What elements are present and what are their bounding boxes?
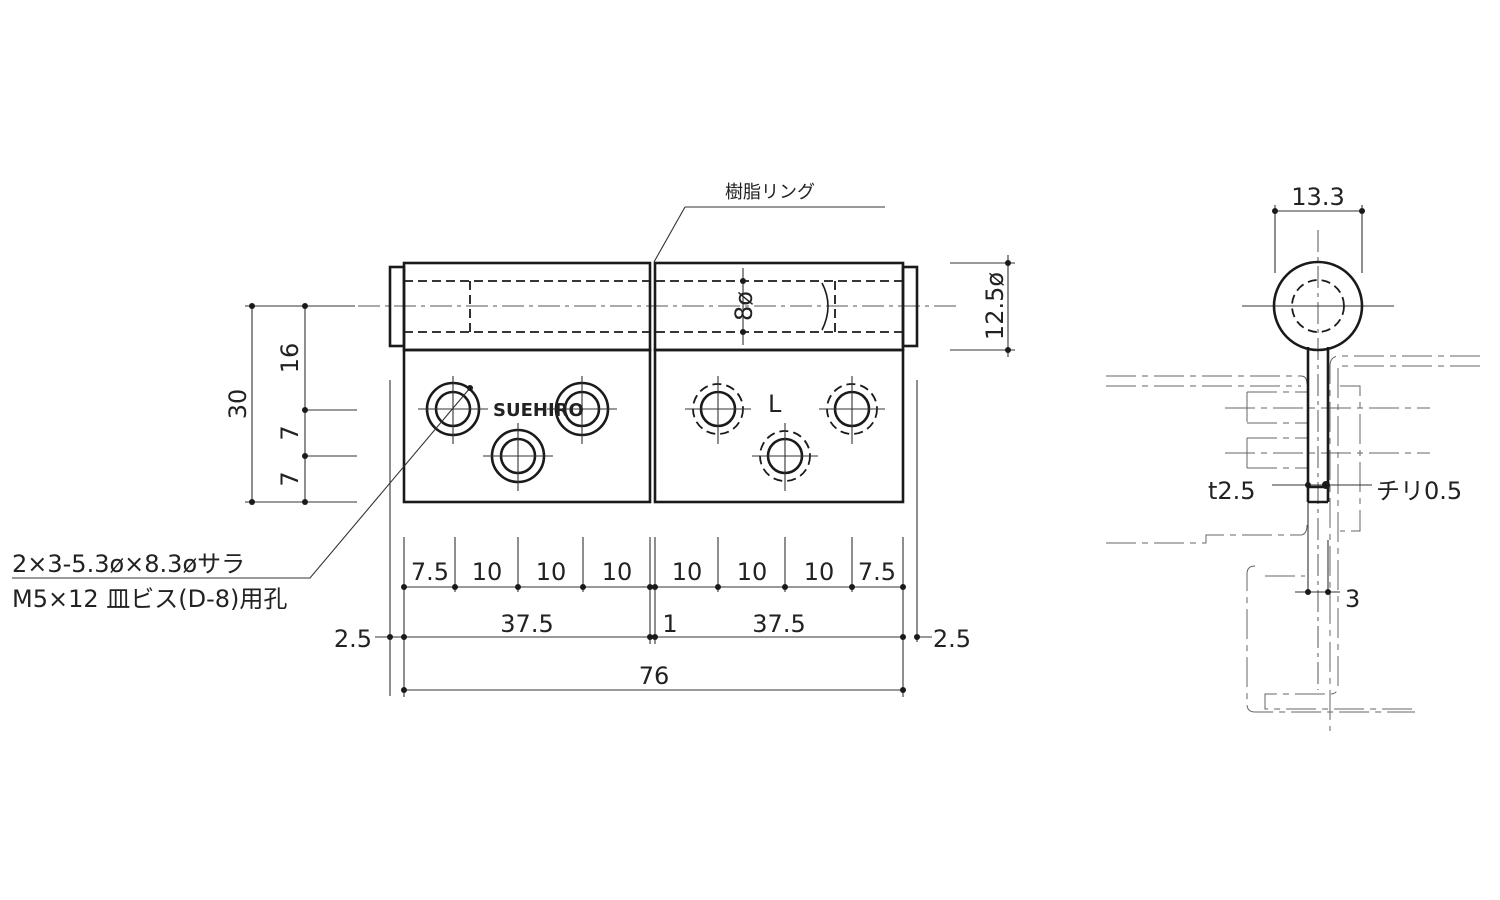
leaf-left xyxy=(402,348,652,504)
dim-right-cap: 2.5 xyxy=(933,625,971,653)
dim-right-leaf: 37.5 xyxy=(752,610,805,638)
clearance-label: チリ0.5 xyxy=(1376,477,1462,505)
gap-label: 3 xyxy=(1345,585,1360,613)
pitch-label: 7.5 xyxy=(411,558,449,586)
hole-spec-line-2: M5×12 皿ビス(D-8)用孔 xyxy=(12,585,287,613)
dim-overall-length: 76 xyxy=(639,662,670,690)
dim-dot xyxy=(740,278,746,284)
barrel-section xyxy=(1272,260,1364,352)
pitch-label: 10 xyxy=(536,558,567,586)
barrel-dia-label: 12.5ø xyxy=(981,272,1009,340)
pitch-label: 7.5 xyxy=(858,558,896,586)
leaf-right xyxy=(653,348,905,504)
side-width-label: 13.3 xyxy=(1291,183,1344,211)
pitch-label: 10 xyxy=(737,558,768,586)
side-view: 13.3 t2.5 チリ0.5 3 xyxy=(1106,183,1480,731)
pitch-label: 10 xyxy=(804,558,835,586)
brand-mark: SUEHIRO xyxy=(493,400,584,421)
dim-dot xyxy=(740,329,746,335)
hand-mark: L xyxy=(768,390,782,418)
hole-pitch-labels: 7.5 10 10 10 10 10 10 7.5 xyxy=(411,558,896,586)
pin-hidden-circle xyxy=(1291,279,1345,333)
dim-left-cap: 2.5 xyxy=(334,625,372,653)
dim-total-height: 30 xyxy=(224,389,252,420)
dim-bottom: 7 xyxy=(276,471,304,486)
front-view: 8ø SUEHIRO L 樹脂リング 12.5ø 30 16 7 xyxy=(12,182,1015,697)
dim-mid: 7 xyxy=(276,425,304,440)
dim-left-leaf: 37.5 xyxy=(500,610,553,638)
pitch-label: 10 xyxy=(672,558,703,586)
resin-ring-label: 樹脂リング xyxy=(725,182,815,203)
pitch-label: 10 xyxy=(472,558,503,586)
pin-end-arc xyxy=(821,282,829,331)
pitch-label: 10 xyxy=(602,558,633,586)
leader-line xyxy=(653,206,686,263)
hole-spec-line-1: 2×3-5.3ø×8.3øサラ xyxy=(12,550,245,578)
dim-top: 16 xyxy=(276,343,304,374)
dim-gap: 1 xyxy=(662,610,677,638)
thickness-label: t2.5 xyxy=(1208,477,1256,505)
countersunk-holes xyxy=(418,376,617,491)
pin-dia-label: 8ø xyxy=(730,291,758,321)
back-holes xyxy=(685,376,885,491)
